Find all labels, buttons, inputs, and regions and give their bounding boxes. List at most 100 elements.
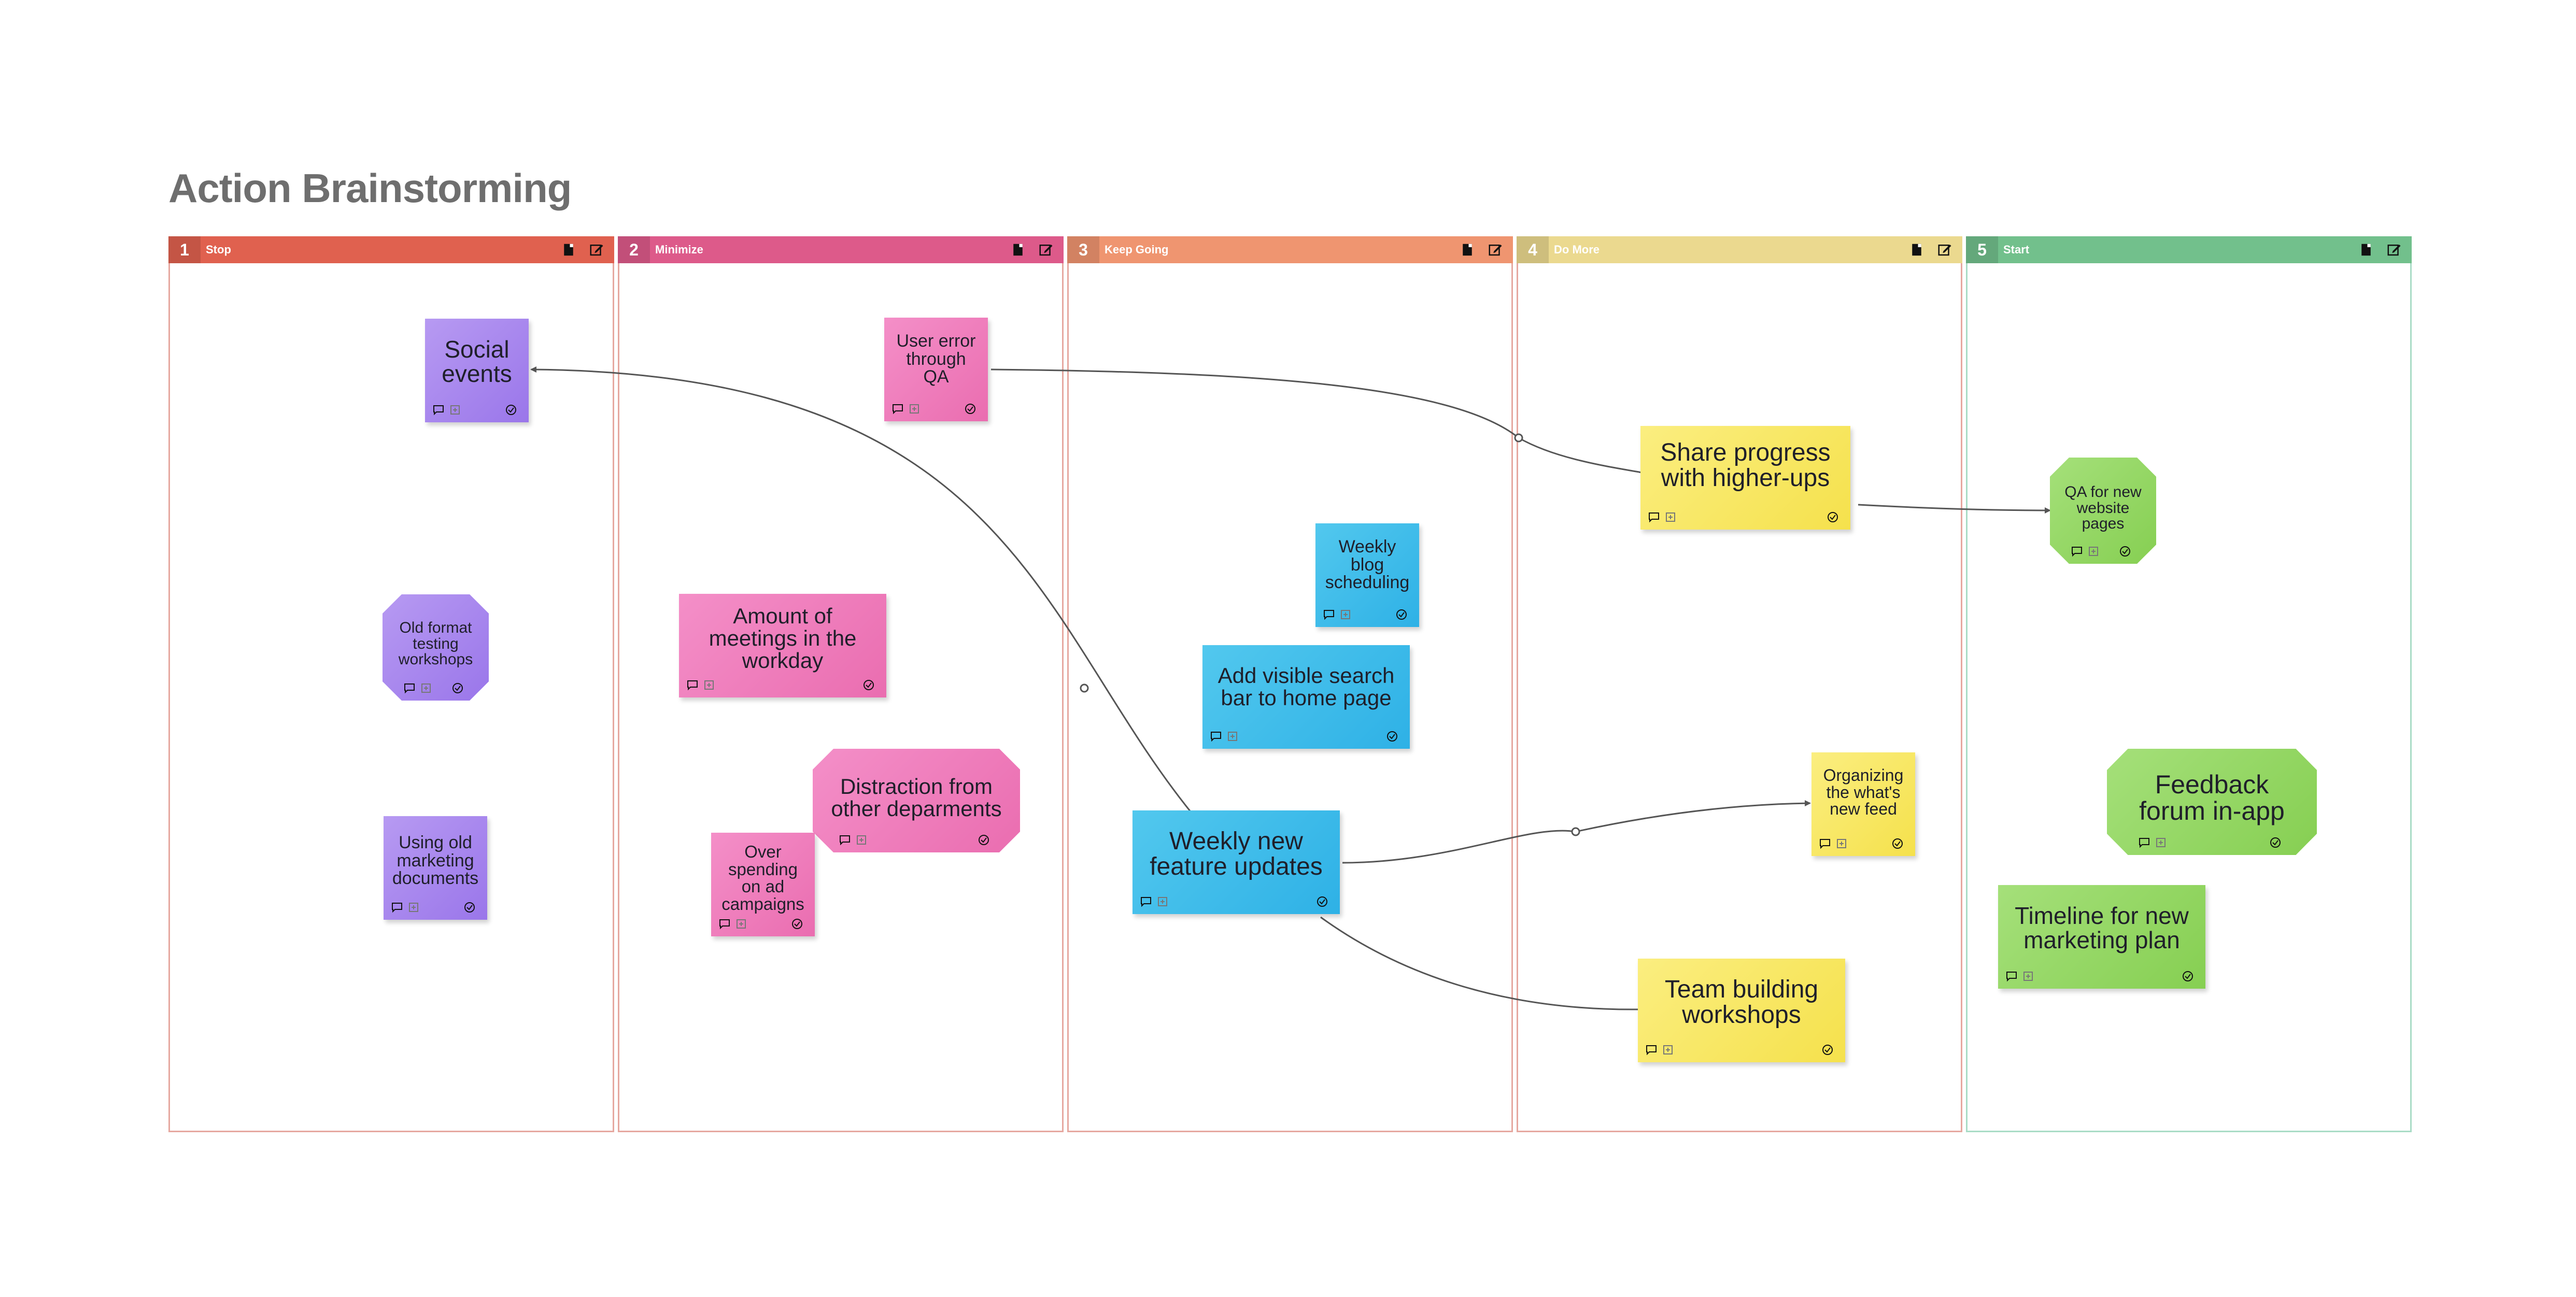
sticky-note[interactable]: Distraction from other deparments (813, 749, 1020, 852)
check-icon[interactable] (1386, 730, 1398, 743)
comment-icon[interactable] (686, 679, 699, 691)
note-text[interactable]: Over spending on ad campaigns (721, 842, 804, 914)
sticky-note[interactable]: Old format testing workshops (383, 594, 489, 701)
comment-icon[interactable] (403, 682, 416, 694)
check-icon[interactable] (2269, 836, 2282, 849)
column-header[interactable]: 2 Minimize (618, 236, 1064, 263)
column-name[interactable]: Do More (1554, 243, 1600, 256)
add-icon[interactable] (703, 679, 715, 691)
comment-icon[interactable] (2138, 836, 2150, 849)
sticky-note[interactable]: Weekly blog scheduling (1315, 523, 1419, 627)
column-name[interactable]: Minimize (655, 243, 703, 256)
note-text[interactable]: Team building workshops (1664, 976, 1819, 1029)
sticky-note[interactable]: Using old marketing documents (384, 816, 487, 920)
sticky-note[interactable]: Timeline for new marketing plan (1998, 885, 2205, 989)
sticky-note[interactable]: Amount of meetings in the workday (679, 594, 886, 697)
edit-icon[interactable] (2384, 239, 2404, 260)
comment-icon[interactable] (1140, 895, 1152, 908)
check-icon[interactable] (791, 918, 803, 930)
comment-icon[interactable] (1323, 608, 1335, 621)
column-name[interactable]: Start (2003, 243, 2030, 256)
comment-icon[interactable] (2071, 545, 2083, 558)
comment-icon[interactable] (839, 834, 851, 846)
sticky-note[interactable]: User error through QA (884, 318, 988, 421)
sticky-note[interactable]: Share progress with higher-ups (1640, 426, 1850, 530)
comment-icon[interactable] (432, 404, 445, 416)
add-icon[interactable] (1835, 837, 1848, 850)
check-icon[interactable] (964, 403, 976, 415)
check-icon[interactable] (505, 404, 517, 416)
column-start[interactable]: 5 Start (1966, 236, 2412, 1132)
add-icon[interactable] (735, 918, 747, 930)
check-icon[interactable] (451, 682, 464, 694)
check-icon[interactable] (978, 834, 990, 846)
add-icon[interactable] (1226, 730, 1239, 743)
sticky-note[interactable]: Add visible search bar to home page (1202, 645, 1410, 749)
check-icon[interactable] (1821, 1044, 1834, 1056)
column-header[interactable]: 1 Stop (168, 236, 614, 263)
check-icon[interactable] (463, 901, 476, 914)
check-icon[interactable] (862, 679, 875, 691)
note-icon[interactable] (558, 239, 579, 260)
comment-icon[interactable] (1645, 1044, 1658, 1056)
sticky-note[interactable]: Social events (425, 319, 529, 422)
note-icon[interactable] (1457, 239, 1478, 260)
add-icon[interactable] (449, 404, 461, 416)
comment-icon[interactable] (1819, 837, 1831, 850)
add-icon[interactable] (1156, 895, 1169, 908)
column-name[interactable]: Stop (206, 243, 231, 256)
note-text[interactable]: Amount of meetings in the workday (709, 604, 857, 673)
check-icon[interactable] (2182, 970, 2194, 982)
check-icon[interactable] (2119, 545, 2131, 558)
check-icon[interactable] (1891, 837, 1904, 850)
note-text[interactable]: Old format testing workshops (398, 619, 473, 668)
sticky-note[interactable]: Organizing the what's new feed (1811, 752, 1915, 856)
note-text[interactable]: Organizing the what's new feed (1823, 766, 1904, 819)
note-text[interactable]: Timeline for new marketing plan (2015, 902, 2189, 953)
add-icon[interactable] (2155, 836, 2167, 849)
add-icon[interactable] (407, 901, 420, 914)
edit-icon[interactable] (1934, 239, 1955, 260)
note-text[interactable]: Social events (442, 336, 512, 387)
add-icon[interactable] (2087, 545, 2100, 558)
note-text[interactable]: Weekly blog scheduling (1325, 537, 1410, 593)
edit-icon[interactable] (586, 239, 607, 260)
comment-icon[interactable] (2005, 970, 2018, 982)
check-icon[interactable] (1316, 895, 1328, 908)
column-header[interactable]: 3 Keep Going (1067, 236, 1513, 263)
note-text[interactable]: Add visible search bar to home page (1218, 663, 1395, 710)
note-icon[interactable] (2356, 239, 2376, 260)
column-header[interactable]: 5 Start (1966, 236, 2412, 263)
check-icon[interactable] (1395, 608, 1408, 621)
note-text[interactable]: Feedback forum in-app (2139, 770, 2285, 825)
add-icon[interactable] (855, 834, 868, 846)
comment-icon[interactable] (391, 901, 403, 914)
comment-icon[interactable] (891, 403, 904, 415)
edit-icon[interactable] (1485, 239, 1506, 260)
check-icon[interactable] (1827, 511, 1839, 523)
comment-icon[interactable] (1648, 511, 1660, 523)
note-icon[interactable] (1008, 239, 1028, 260)
sticky-note[interactable]: Feedback forum in-app (2107, 749, 2317, 855)
add-icon[interactable] (2022, 970, 2034, 982)
add-icon[interactable] (908, 403, 921, 415)
add-icon[interactable] (1662, 1044, 1674, 1056)
note-text[interactable]: User error through QA (896, 331, 976, 387)
sticky-note[interactable]: Weekly new feature updates (1133, 810, 1340, 914)
column-name[interactable]: Keep Going (1105, 243, 1169, 256)
add-icon[interactable] (1664, 511, 1677, 523)
note-icon[interactable] (1906, 239, 1927, 260)
sticky-note[interactable]: Over spending on ad campaigns (711, 833, 815, 936)
note-text[interactable]: Share progress with higher-ups (1660, 439, 1831, 492)
column-header[interactable]: 4 Do More (1517, 236, 1962, 263)
note-text[interactable]: Weekly new feature updates (1150, 828, 1323, 880)
note-text[interactable]: Using old marketing documents (392, 833, 479, 889)
comment-icon[interactable] (1210, 730, 1222, 743)
sticky-note[interactable]: QA for new website pages (2050, 458, 2156, 564)
add-icon[interactable] (1339, 608, 1352, 621)
edit-icon[interactable] (1036, 239, 1056, 260)
add-icon[interactable] (420, 682, 432, 694)
note-text[interactable]: QA for new website pages (2064, 483, 2142, 533)
comment-icon[interactable] (718, 918, 731, 930)
note-text[interactable]: Distraction from other deparments (831, 774, 1002, 821)
